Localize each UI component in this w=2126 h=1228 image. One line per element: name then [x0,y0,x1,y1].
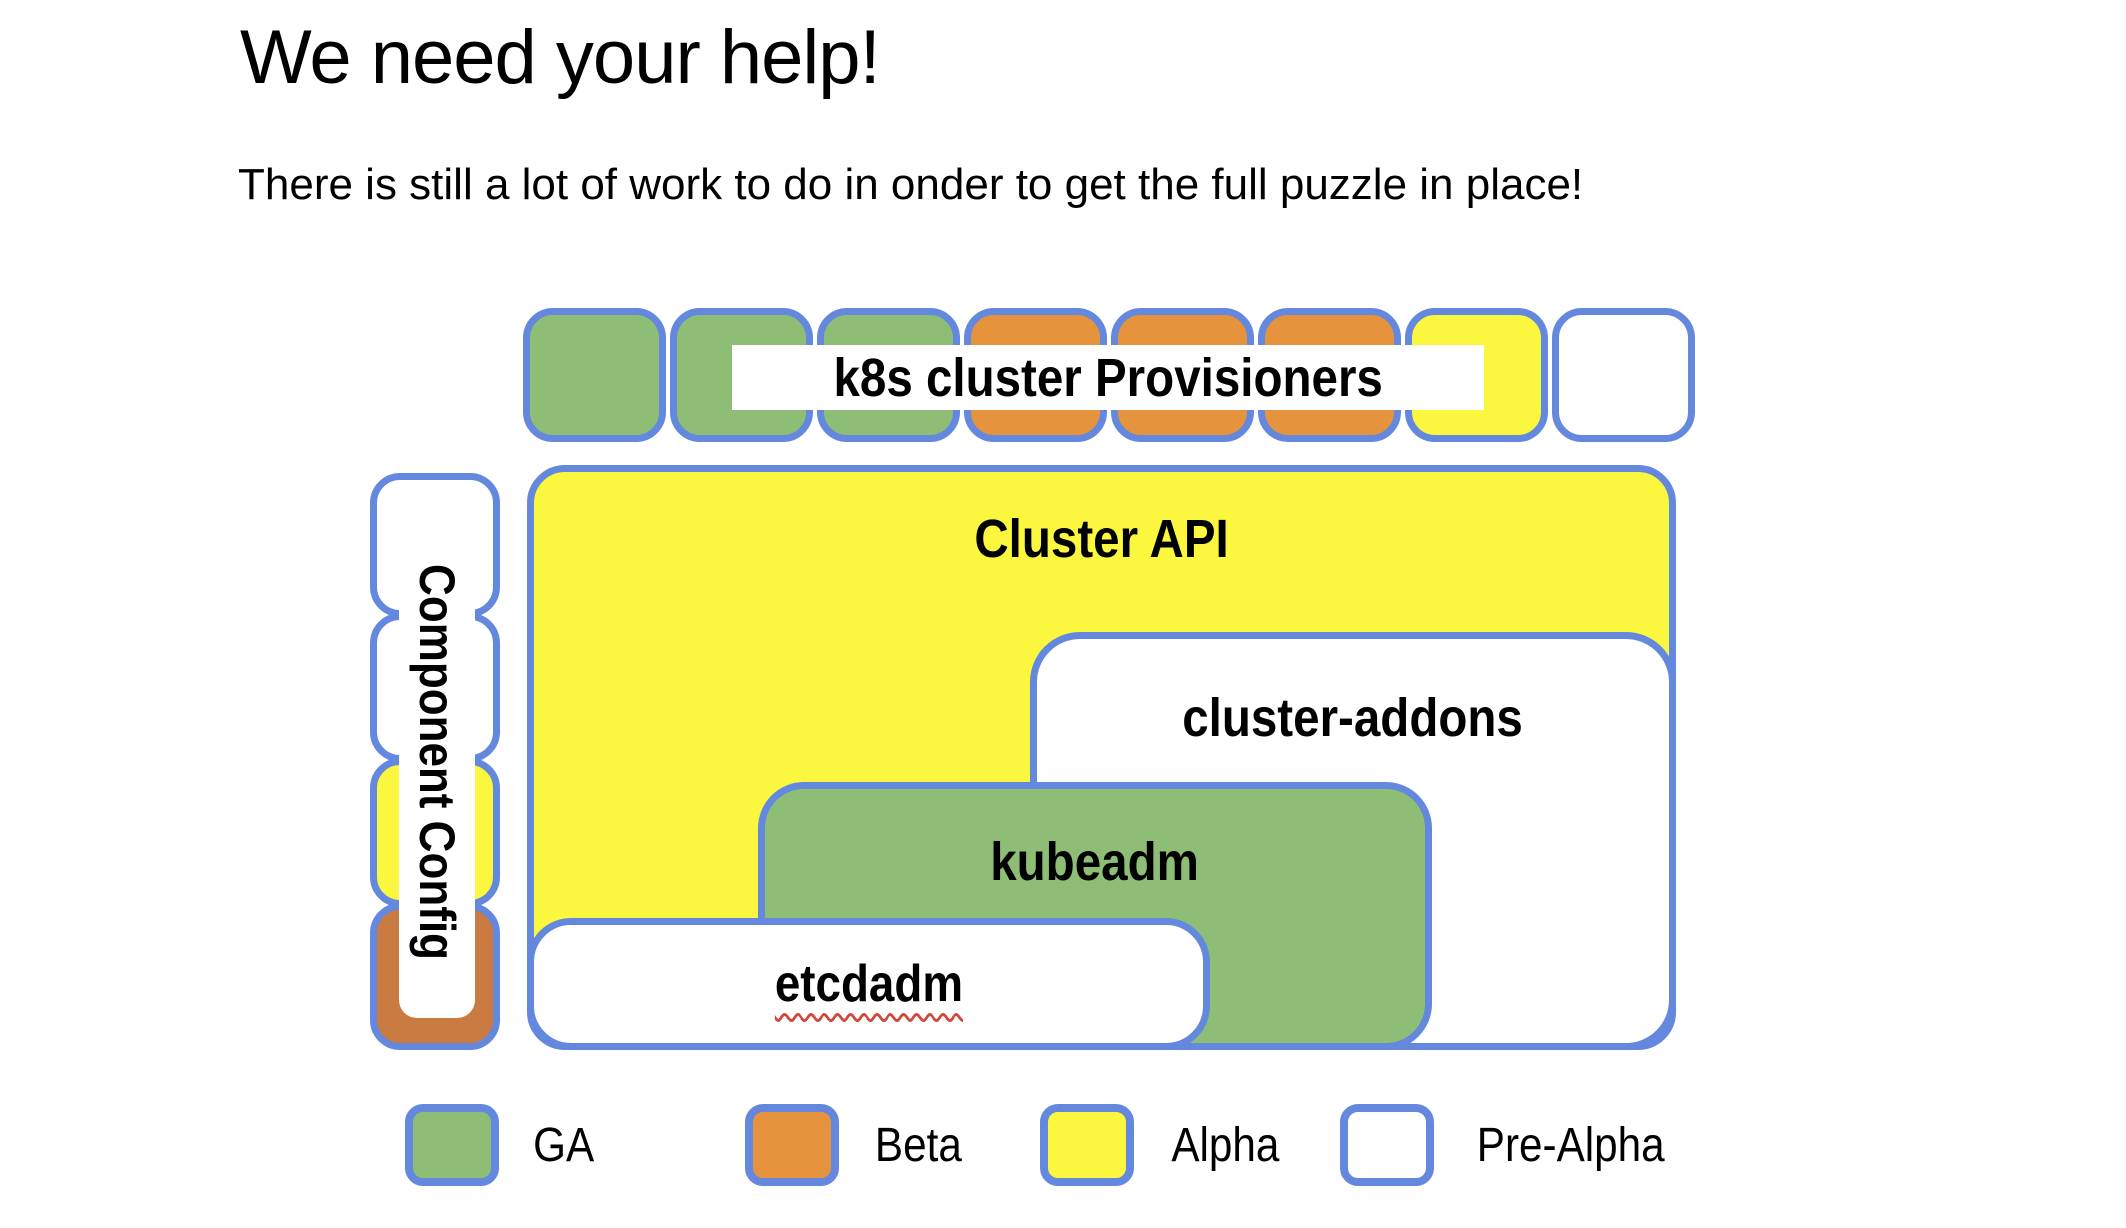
component-config-label: Component Config [409,563,465,960]
legend-label-pre-alpha: Pre-Alpha [1476,1118,1665,1172]
legend-swatch-pre-alpha [1340,1104,1434,1186]
legend-swatch-ga [405,1104,499,1186]
kubeadm-label: kubeadm [990,832,1200,892]
legend-item-beta: Beta [745,1104,968,1186]
page-title: We need your help! [240,15,881,100]
provisioner-square-pre-alpha [1552,308,1695,442]
provisioners-row-label: k8s cluster Provisioners [732,345,1484,410]
kubeadm-label-row: kubeadm [765,831,1425,893]
legend-swatch-alpha [1040,1104,1134,1186]
legend-label-ga: GA [533,1118,595,1172]
cluster-api-label-row: Cluster API [534,508,1669,570]
provisioners-row-label-text: k8s cluster Provisioners [833,347,1383,408]
etcdadm-label: etcdadm [774,955,963,1013]
legend-label-beta: Beta [874,1118,962,1172]
cluster-addons-label: cluster-addons [1182,688,1524,748]
legend-swatch-beta [745,1104,839,1186]
etcdadm-box: etcdadm [527,918,1210,1050]
legend-item-pre-alpha: Pre-Alpha [1340,1104,1677,1186]
component-config-label-box: Component Config [399,505,475,1018]
subtitle: There is still a lot of work to do in on… [238,160,1584,209]
legend-item-alpha: Alpha [1040,1104,1287,1186]
legend-label-alpha: Alpha [1171,1118,1280,1172]
provisioner-square-ga [523,308,666,442]
cluster-addons-label-row: cluster-addons [1037,687,1669,749]
legend-item-ga: GA [405,1104,598,1186]
cluster-api-label: Cluster API [974,509,1229,569]
